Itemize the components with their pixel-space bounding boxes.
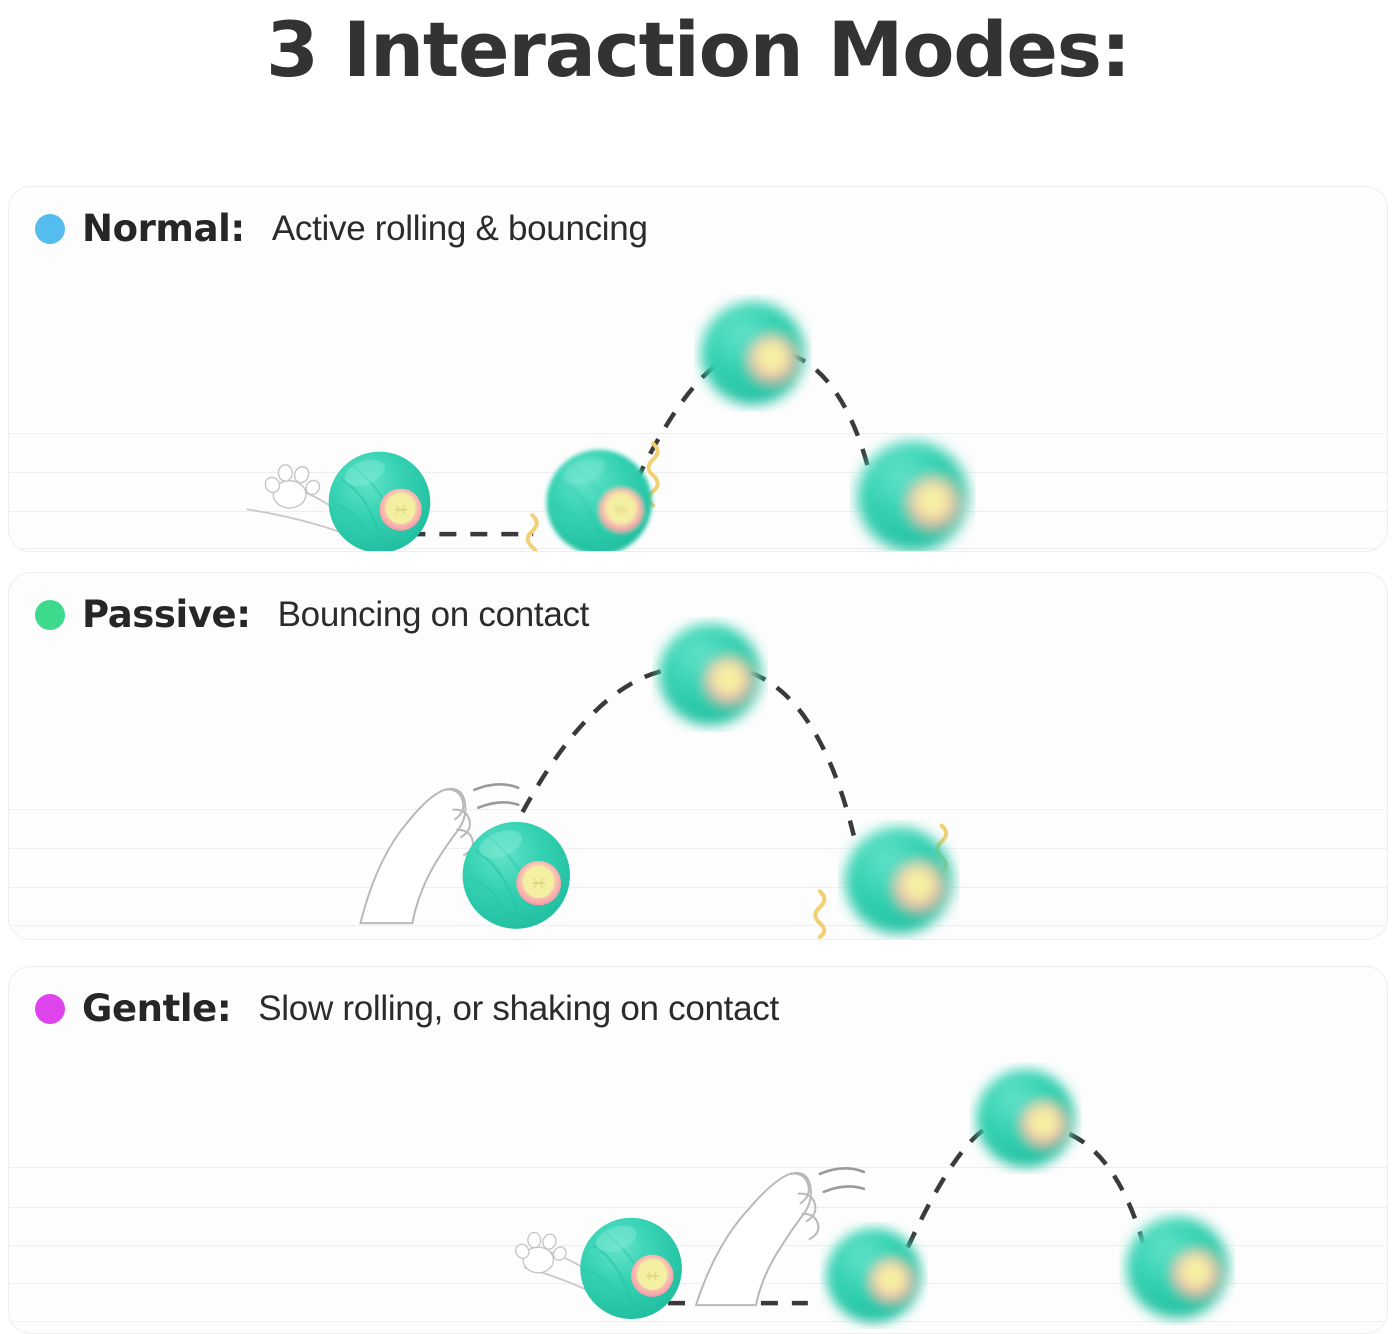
ball-rolling [327, 450, 432, 551]
mode-desc-gentle: Slow rolling, or shaking on contact [258, 988, 779, 1028]
mode-desc-normal: Active rolling & bouncing [271, 208, 648, 248]
ball-rolling-gentle [579, 1216, 684, 1321]
ball-contact [461, 820, 572, 931]
ball-descending [857, 441, 968, 551]
swipe-arcs-gentle [818, 1167, 866, 1194]
mode-card-gentle: Gentle: Slow rolling, or shaking on cont… [8, 966, 1388, 1334]
mode-header-gentle: Gentle: Slow rolling, or shaking on cont… [35, 987, 779, 1030]
mode-title-passive: Passive: [82, 593, 251, 636]
ball-apex-gentle [976, 1069, 1074, 1167]
mode-dot-normal-icon [35, 213, 65, 244]
mode-title-gentle: Gentle: [82, 987, 232, 1030]
scene-gentle [9, 967, 1387, 1333]
mode-card-passive: Passive: Bouncing on contact [8, 572, 1388, 940]
mode-desc-passive: Bouncing on contact [277, 594, 590, 634]
mode-title-normal: Normal: [82, 207, 245, 250]
trajectory-arc-down-passive [749, 670, 856, 837]
cat-paw-icon-gentle [694, 1172, 820, 1307]
trajectory-arc-up-passive [506, 666, 677, 841]
ball-contact-gentle [826, 1228, 921, 1323]
mode-header-passive: Passive: Bouncing on contact [35, 593, 589, 636]
ball-apex [701, 301, 805, 404]
mode-dot-gentle-icon [35, 993, 65, 1024]
cat-paw-icon [359, 787, 474, 925]
ball-landing-passive [845, 827, 952, 934]
mode-dot-passive-icon [35, 599, 65, 630]
ball-apex-passive [659, 624, 761, 726]
trajectory-arc-down-gentle [1068, 1132, 1146, 1245]
paw-print-icon-gentle [512, 1231, 570, 1274]
trajectory-arc-up-gentle [905, 1124, 991, 1249]
mode-card-normal: Normal: Active rolling & bouncing [8, 186, 1388, 552]
mode-header-normal: Normal: Active rolling & bouncing [35, 207, 648, 250]
scene-passive [9, 573, 1387, 939]
scene-normal [9, 187, 1387, 551]
swipe-arcs-passive [473, 783, 520, 810]
trajectory-arc-down [789, 351, 872, 474]
ball-descending-gentle [1126, 1217, 1228, 1319]
page-title: 3 Interaction Modes: [266, 5, 1131, 94]
paw-print-icon [262, 464, 323, 509]
ball-bounce-start [545, 448, 654, 551]
